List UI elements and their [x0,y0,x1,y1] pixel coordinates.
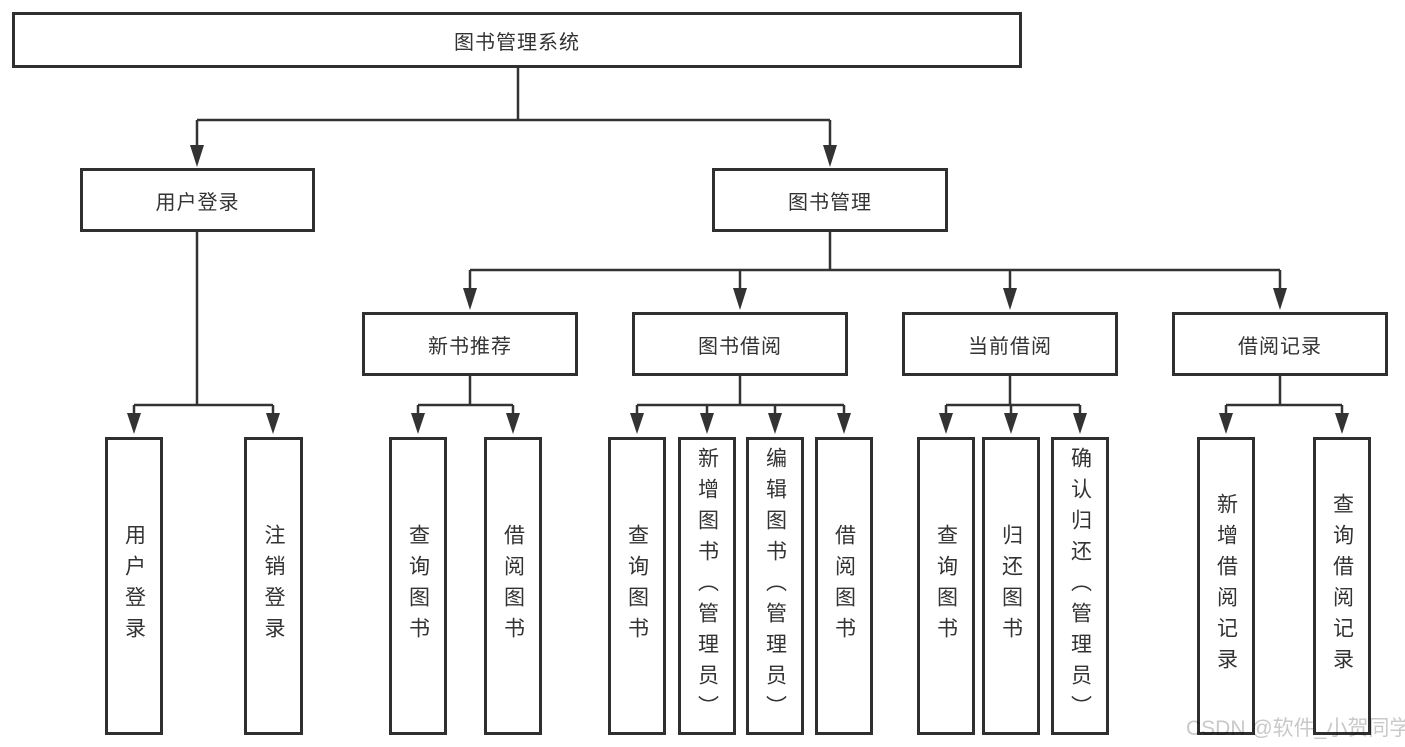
leaf-confirm-return-admin: 确认归还（管理员） [1051,437,1109,735]
node-label: 用户登录 [122,524,146,648]
arrowhead-icon [837,413,851,434]
node-borrow-records: 借阅记录 [1172,312,1388,376]
arrowhead-icon [1219,413,1233,434]
arrowhead-icon [411,413,425,434]
arrowhead-icon [939,413,953,434]
node-label: 当前借阅 [968,335,1052,358]
arrowhead-icon [630,413,644,434]
node-book-borrow: 图书借阅 [632,312,848,376]
node-label: 借阅图书 [832,524,856,648]
node-label: 新增图书（管理员） [695,446,719,726]
arrowhead-icon [463,288,477,310]
arrowhead-icon [1004,413,1018,434]
leaf-add-book-admin: 新增图书（管理员） [678,437,736,735]
leaf-query-books-borrow: 查询图书 [608,437,666,735]
node-user-login: 用户登录 [80,168,315,232]
node-label: 图书管理 [788,191,872,214]
leaf-query-borrow-record: 查询借阅记录 [1313,437,1371,735]
node-label: 注销登录 [262,524,285,648]
node-root: 图书管理系统 [12,12,1022,68]
node-label: 借阅图书 [501,524,525,648]
leaf-edit-book-admin: 编辑图书（管理员） [746,437,804,735]
arrowhead-icon [733,288,747,310]
arrowhead-icon [1335,413,1349,434]
node-label: 查询图书 [625,524,649,648]
arrowhead-icon [1273,288,1287,310]
node-label: 图书借阅 [698,335,782,358]
node-label: 用户登录 [155,191,240,214]
node-label: 编辑图书（管理员） [763,446,787,726]
leaf-borrow-books-recommend: 借阅图书 [484,437,542,735]
node-label: 归还图书 [999,524,1023,648]
arrowheads [127,145,1349,434]
node-label: 新书推荐 [428,335,512,358]
node-label: 借阅记录 [1238,335,1322,358]
leaf-logout: 注销登录 [244,437,303,735]
arrowhead-icon [823,145,837,167]
node-new-book-recommend: 新书推荐 [362,312,578,376]
leaf-borrow-books-2: 借阅图书 [815,437,873,735]
node-label: 新增借阅记录 [1214,493,1238,679]
node-current-borrow: 当前借阅 [902,312,1118,376]
leaf-query-books-current: 查询图书 [917,437,975,735]
node-label: 查询借阅记录 [1330,493,1354,679]
watermark-text: CSDN @软件_小贺同学 [1186,717,1405,740]
arrowhead-icon [700,413,714,434]
arrowhead-icon [127,413,141,434]
leaf-return-books: 归还图书 [982,437,1040,735]
node-label: 查询图书 [934,524,958,648]
node-label: 图书管理系统 [454,31,580,54]
leaf-query-books-recommend: 查询图书 [389,437,447,735]
node-label: 查询图书 [406,524,430,648]
arrowhead-icon [190,145,204,167]
arrowhead-icon [266,413,280,434]
arrowhead-icon [768,413,782,434]
node-label: 确认归还（管理员） [1068,446,1092,726]
leaf-add-borrow-record: 新增借阅记录 [1197,437,1255,735]
node-book-management: 图书管理 [712,168,948,232]
arrowhead-icon [1073,413,1087,434]
leaf-user-login: 用户登录 [105,437,163,735]
arrowhead-icon [1003,288,1017,310]
arrowhead-icon [506,413,520,434]
